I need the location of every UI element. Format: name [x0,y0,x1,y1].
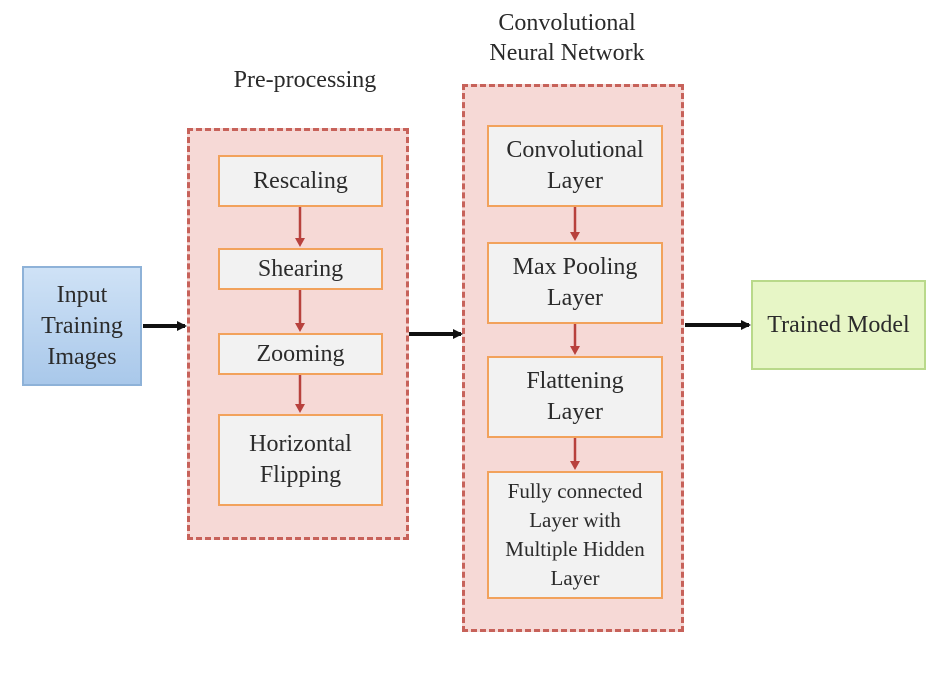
arrowhead-fully-connected [570,461,580,470]
convolutional-layer: Convolutional Layer [487,125,663,207]
trained-model-box: Trained Model [751,280,926,370]
cnn-title: Convolutional Neural Network [489,10,645,66]
arrowhead-pooling [570,232,580,241]
max-pooling-layer: Max Pooling Layer [487,242,663,324]
horizontal-flipping-step: Horizontal Flipping [218,414,383,506]
arrowhead-zooming [295,323,305,332]
zooming-step: Zooming [218,333,383,375]
arrowhead-flipping [295,404,305,413]
arrowhead-flattening [570,346,580,355]
input-training-images-box: Input Training Images [22,266,142,386]
fully-connected-layer: Fully connected Layer with Multiple Hidd… [487,471,663,599]
rescaling-step: Rescaling [218,155,383,207]
preprocessing-title: Pre-processing [233,67,377,93]
arrowhead-shearing [295,238,305,247]
shearing-step: Shearing [218,248,383,290]
flattening-layer: Flattening Layer [487,356,663,438]
